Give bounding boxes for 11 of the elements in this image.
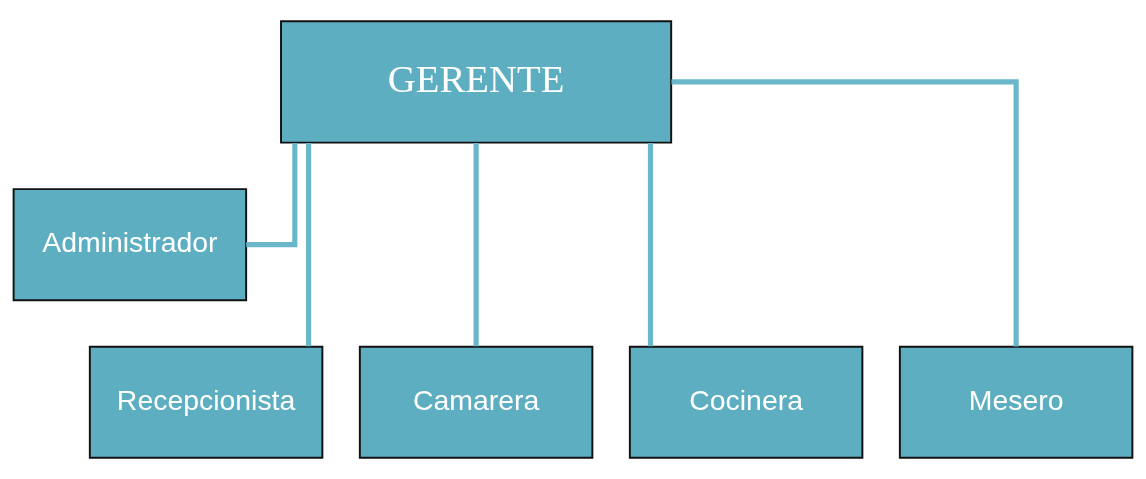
node-box: Camarera [358,345,594,459]
node-box: GERENTE [280,20,673,144]
node-box: Administrador [12,188,248,302]
connector [246,142,298,248]
node-box: Mesero [898,345,1134,459]
connector [671,79,1019,347]
connector [647,142,654,347]
node-box: Recepcionista [88,345,324,459]
connector [473,142,479,347]
connector [306,142,312,347]
node-box: Cocinera [628,345,864,459]
